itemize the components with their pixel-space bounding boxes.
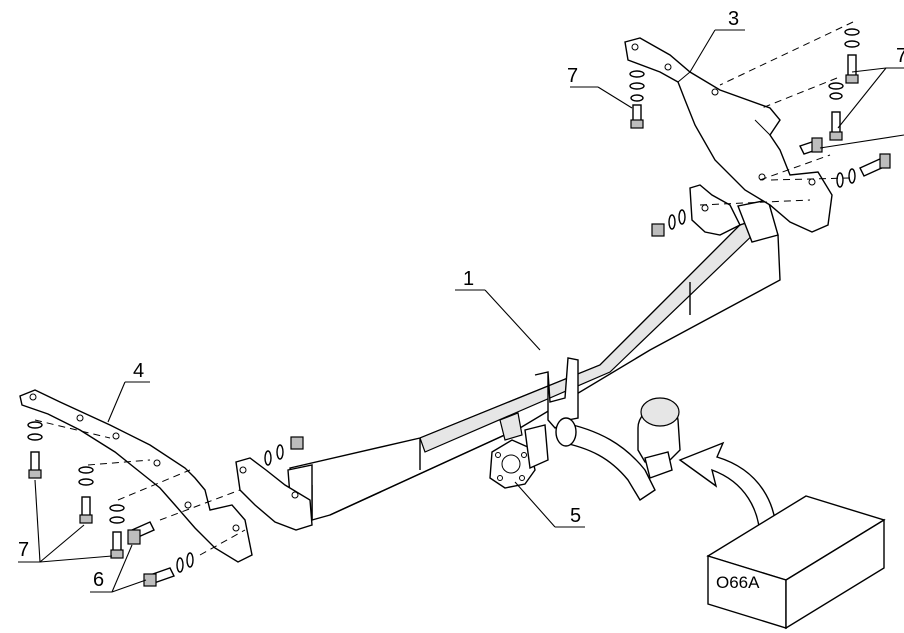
left-bolts — [27, 421, 304, 587]
label-main-bar: 1 — [463, 268, 474, 290]
leader-lines — [18, 29, 904, 593]
assembly-guide-lines — [34, 21, 854, 556]
left-bracket — [19, 389, 253, 563]
package-box: O66A — [706, 495, 886, 630]
tow-ball-neck — [534, 357, 656, 501]
label-upper-bolts: 7 — [567, 65, 578, 87]
socket-plate — [489, 412, 549, 489]
left-beam-plate — [235, 457, 313, 531]
curved-arrow — [678, 441, 777, 541]
tow-ball — [637, 397, 681, 479]
label-bolts: 6 — [93, 569, 104, 591]
label-left-bracket: 4 — [133, 360, 144, 382]
right-beam-plate — [689, 184, 741, 236]
right-bracket — [624, 37, 833, 233]
right-upper-bolts — [629, 28, 891, 237]
box-code: O66A — [716, 573, 760, 592]
label-right-bolt-sets: 7 — [896, 45, 904, 67]
label-right-bracket: 3 — [728, 8, 739, 30]
label-left-bolt-sets: 7 — [18, 539, 29, 561]
label-socket-plate: 5 — [570, 505, 581, 527]
